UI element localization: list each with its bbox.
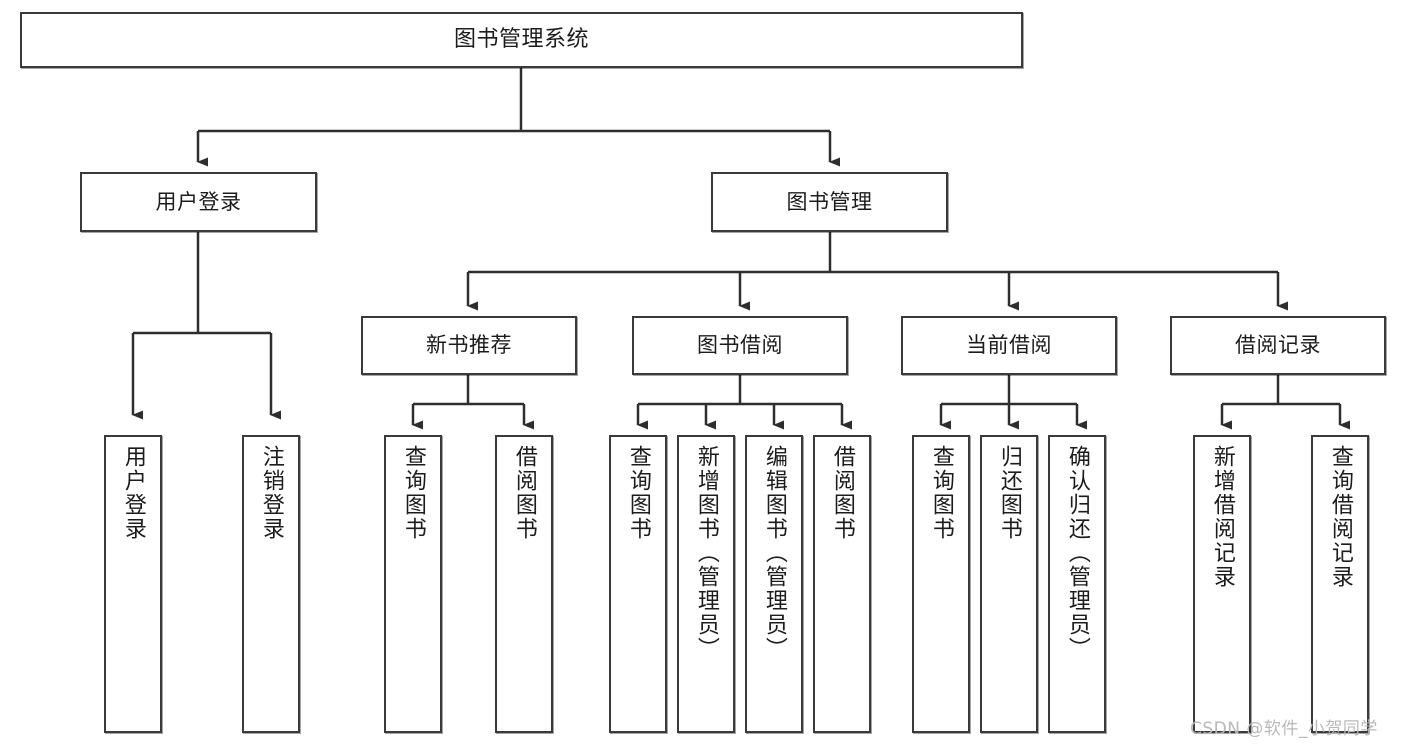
node-current-borrow-label: 当前借阅 — [966, 333, 1052, 358]
node-root-label: 图书管理系统 — [453, 27, 589, 53]
node-book-borrow[interactable]: 图书借阅 — [632, 316, 848, 375]
node-leaf-query-book-1[interactable]: 查询图书 — [384, 435, 442, 733]
node-user-login-label: 用户登录 — [155, 189, 242, 214]
node-new-book-recommend[interactable]: 新书推荐 — [361, 316, 577, 375]
node-leaf-add-record[interactable]: 新增借阅记录 — [1193, 435, 1251, 733]
node-leaf-edit-book-label: 编辑图书（管理员） — [761, 445, 787, 661]
node-leaf-query-book-1-label: 查询图书 — [400, 445, 426, 541]
node-book-management-label: 图书管理 — [786, 189, 873, 214]
node-book-borrow-label: 图书借阅 — [697, 333, 783, 358]
node-leaf-query-book-3[interactable]: 查询图书 — [912, 435, 970, 733]
node-leaf-edit-book[interactable]: 编辑图书（管理员） — [745, 435, 803, 733]
node-leaf-query-record-label: 查询借阅记录 — [1327, 445, 1353, 589]
node-leaf-query-book-3-label: 查询图书 — [928, 445, 954, 541]
node-leaf-query-record[interactable]: 查询借阅记录 — [1311, 435, 1369, 733]
node-leaf-add-record-label: 新增借阅记录 — [1209, 445, 1235, 589]
node-leaf-return-book[interactable]: 归还图书 — [980, 435, 1038, 733]
node-leaf-confirm-return-label: 确认归还（管理员） — [1064, 445, 1090, 661]
node-leaf-user-logout[interactable]: 注销登录 — [242, 435, 300, 733]
node-leaf-borrow-book-1[interactable]: 借阅图书 — [495, 435, 553, 733]
node-leaf-query-book-2[interactable]: 查询图书 — [609, 435, 667, 733]
node-leaf-add-book[interactable]: 新增图书（管理员） — [677, 435, 735, 733]
node-new-book-recommend-label: 新书推荐 — [426, 333, 512, 358]
node-leaf-user-login[interactable]: 用户登录 — [104, 435, 162, 733]
node-leaf-add-book-label: 新增图书（管理员） — [693, 445, 719, 661]
node-current-borrow[interactable]: 当前借阅 — [901, 316, 1117, 375]
node-book-management[interactable]: 图书管理 — [711, 172, 948, 232]
node-leaf-confirm-return[interactable]: 确认归还（管理员） — [1048, 435, 1106, 733]
node-user-login[interactable]: 用户登录 — [80, 172, 317, 232]
node-leaf-borrow-book-2[interactable]: 借阅图书 — [813, 435, 871, 733]
node-leaf-borrow-book-2-label: 借阅图书 — [829, 445, 855, 541]
node-borrow-record-label: 借阅记录 — [1235, 333, 1321, 358]
node-leaf-user-login-label: 用户登录 — [120, 445, 146, 541]
node-leaf-return-book-label: 归还图书 — [996, 445, 1022, 541]
node-root[interactable]: 图书管理系统 — [20, 12, 1023, 68]
node-leaf-borrow-book-1-label: 借阅图书 — [511, 445, 537, 541]
node-leaf-user-logout-label: 注销登录 — [258, 445, 284, 541]
node-leaf-query-book-2-label: 查询图书 — [625, 445, 651, 541]
node-borrow-record[interactable]: 借阅记录 — [1170, 316, 1386, 375]
